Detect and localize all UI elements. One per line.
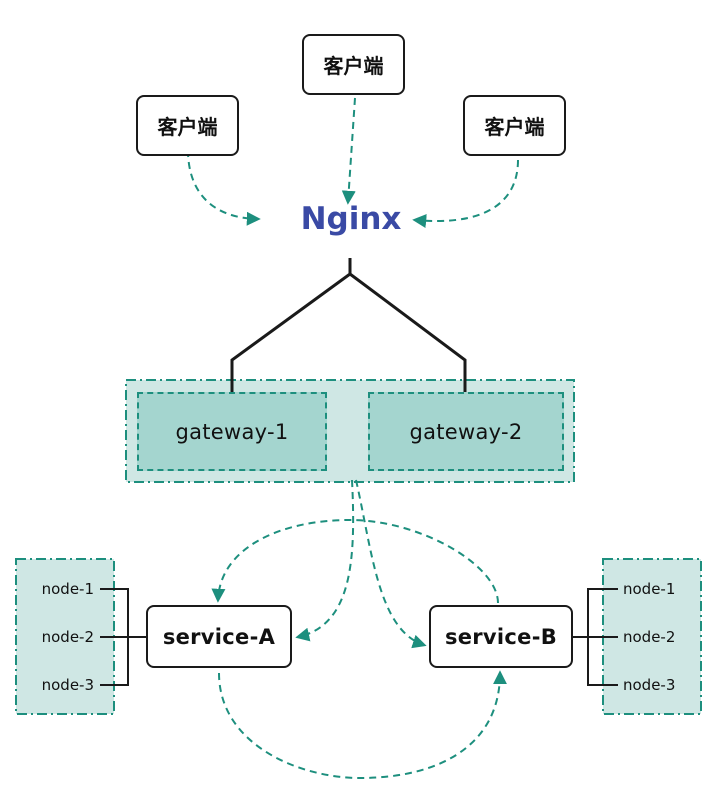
service-a-to-service-b-arrow [218,670,507,780]
nginx-label: Nginx [300,201,402,237]
gateway-to-service-b-arrow [355,479,427,649]
service-a-box: service-A [146,605,292,668]
gateway-2-box: gateway-2 [368,392,564,471]
client-box-right: 客户端 [463,95,566,156]
service-b-node-1: node-1 [623,580,676,598]
service-a-node-bracket [100,588,148,686]
service-a-node-cluster [15,558,115,715]
client-label: 客户端 [484,115,545,139]
gateway-1-box: gateway-1 [137,392,327,471]
service-a-node-2: node-2 [41,628,94,646]
client-label: 客户端 [323,54,384,78]
client-box-left: 客户端 [136,95,239,156]
service-b-box: service-B [429,605,573,668]
gateway-to-service-a-arrow [295,479,355,642]
service-b-node-bracket [572,588,618,686]
client-box-middle: 客户端 [302,34,405,95]
service-b-node-3: node-3 [623,676,676,694]
client-right-to-nginx-arrow [412,159,519,228]
client-left-to-nginx-arrow [187,149,261,226]
gateway-label: gateway-1 [175,419,289,444]
service-b-node-2: node-2 [623,628,676,646]
client-label: 客户端 [157,115,218,139]
service-b-node-cluster [602,558,702,715]
client-middle-to-nginx-arrow [341,97,356,205]
service-a-node-3: node-3 [41,676,94,694]
service-a-node-1: node-1 [41,580,94,598]
service-b-to-service-a-arrow [211,518,499,604]
service-label: service-A [162,624,276,649]
gateway-label: gateway-2 [409,419,523,444]
service-label: service-B [444,624,558,649]
